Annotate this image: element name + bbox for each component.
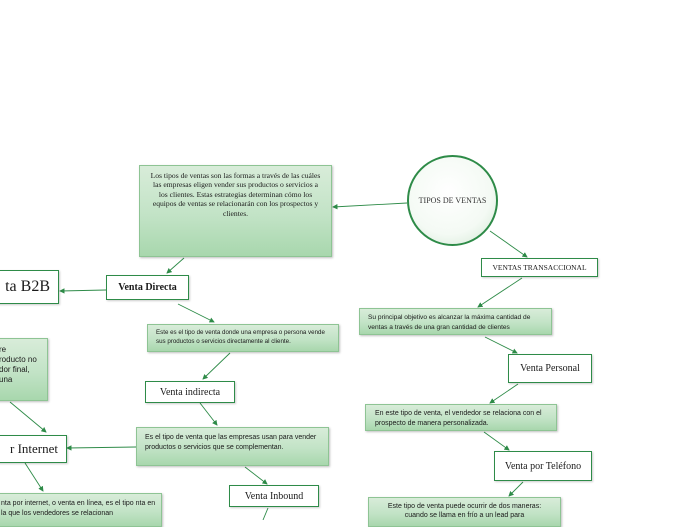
venta-indirecta-node[interactable]: Venta indirecta [145,381,235,403]
link-root-transaccional [489,230,528,258]
venta-internet-node[interactable]: r Internet [0,435,67,463]
b2b-line: dor final, [0,365,30,374]
link-internet-description [24,462,44,492]
link-personal-description [489,383,519,404]
venta-b2b-node[interactable]: ta B2B [0,270,59,304]
link-directa-b2b [59,288,107,294]
ventas-transaccional-label: VENTAS TRANSACCIONAL [492,263,587,272]
link-indirecta-description [199,402,218,426]
link-root-definition [332,202,408,210]
venta-directa-node[interactable]: Venta Directa [106,275,189,300]
venta-telefono-node[interactable]: Venta por Teléfono [494,451,592,481]
venta-directa-label: Venta Directa [118,282,177,293]
ventas-transaccional-description: Su principal objetivo es alcanzar la máx… [368,314,531,331]
venta-telefono-label: Venta por Teléfono [504,460,582,472]
venta-personal-description: En este tipo de venta, el vendedor se re… [375,410,542,427]
venta-indirecta-description-box[interactable]: Es el tipo de venta que las empresas usa… [136,427,329,466]
link-b2b-internet [9,401,47,433]
ventas-transaccional-description-box[interactable]: Su principal objetivo es alcanzar la máx… [359,308,552,335]
link-description-telefono [483,431,510,451]
venta-internet-description-box[interactable]: nta por internet, o venta en línea, es e… [0,493,162,527]
link-telefono-description [508,481,524,497]
venta-personal-label: Venta Personal [520,363,580,374]
venta-internet-description: nta por internet, o venta en línea, es e… [1,500,156,517]
venta-b2b-label: ta B2B [5,278,50,295]
definition-text: Los tipos de ventas son las formas a tra… [150,171,321,218]
b2b-line: una [0,375,13,384]
link-definition-directa [166,257,185,274]
link-description-personal [484,336,518,354]
link-directa-description [177,303,215,323]
venta-personal-description-box[interactable]: En este tipo de venta, el vendedor se re… [365,404,557,431]
venta-personal-node[interactable]: Venta Personal [508,354,592,383]
venta-directa-description-box[interactable]: Este es el tipo de venta donde una empre… [147,324,339,352]
venta-inbound-label: Venta Inbound [244,490,304,502]
venta-internet-label: r Internet [9,441,58,456]
b2b-line: re [0,345,7,354]
venta-inbound-node[interactable]: Venta Inbound [229,485,319,507]
root-node-label: TIPOS DE VENTAS [418,196,487,205]
link-description-internet [66,445,137,451]
venta-b2b-description-box[interactable]: re roducto no dor final, una [0,338,48,401]
definition-box[interactable]: Los tipos de ventas son las formas a tra… [139,165,332,257]
root-node-tipos-de-ventas[interactable]: TIPOS DE VENTAS [407,155,498,246]
venta-telefono-description-box[interactable]: Este tipo de venta puede ocurrir de dos … [368,497,561,527]
ventas-transaccional-node[interactable]: VENTAS TRANSACCIONAL [481,258,598,277]
b2b-line: roducto no [0,355,37,364]
venta-indirecta-description: Es el tipo de venta que las empresas usa… [145,434,317,451]
link-inbound-below [262,507,269,520]
link-transaccional-description [477,277,523,308]
venta-directa-description: Este es el tipo de venta donde una empre… [156,329,325,345]
venta-telefono-description: Este tipo de venta puede ocurrir de dos … [387,503,542,520]
link-description-indirecta [202,352,231,380]
venta-indirecta-label: Venta indirecta [159,386,221,398]
link-description-inbound [244,466,268,485]
